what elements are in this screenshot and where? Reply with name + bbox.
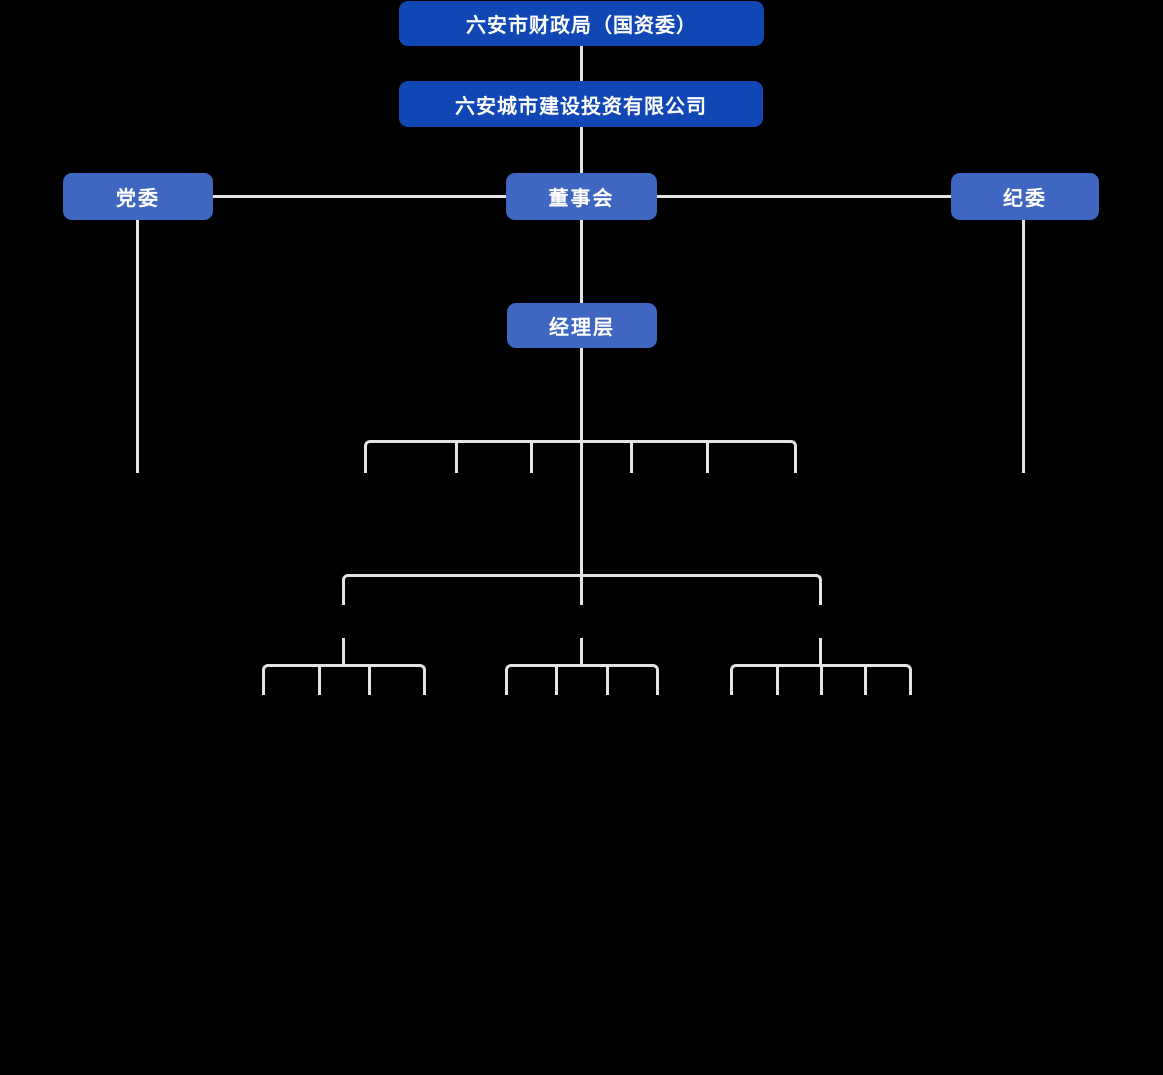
connector-bracket-branch-center: [505, 664, 659, 695]
connector-branch-right-drop: [820, 664, 823, 695]
connector-branch-center-drop: [555, 664, 558, 695]
connector-bracket-tier2: [342, 574, 822, 605]
org-node-management-level: 经理层: [507, 303, 657, 348]
connector-bracket-tier1: [364, 440, 797, 473]
connector-branch-left-drop: [368, 664, 371, 695]
connector-bracket-branch-left: [262, 664, 426, 695]
connector-branch-stem-center: [580, 638, 583, 667]
connector-tier1-drop: [530, 440, 533, 473]
org-node-discipline-committee: 纪委: [951, 173, 1099, 220]
org-node-board-of-directors: 董事会: [506, 173, 657, 220]
connector-company-board: [580, 127, 583, 173]
connector-branch-left-drop: [318, 664, 321, 695]
org-node-party-committee: 党委: [63, 173, 213, 220]
connector-branch-stem-left: [342, 638, 345, 667]
connector-tier1-drop: [630, 440, 633, 473]
connector-branch-right-drop: [864, 664, 867, 695]
connector-branch-center-drop: [606, 664, 609, 695]
connector-management-descendants: [580, 348, 583, 605]
connector-tier1-drop: [706, 440, 709, 473]
org-node-finance-bureau: 六安市财政局（国资委）: [399, 1, 764, 46]
connector-branch-right-drop: [776, 664, 779, 695]
connector-party-descendants: [136, 219, 139, 473]
connector-branch-stem-right: [819, 638, 822, 667]
connector-board-management: [580, 220, 583, 303]
connector-root-company: [580, 45, 583, 82]
org-node-company: 六安城市建设投资有限公司: [399, 81, 763, 127]
connector-tier1-drop: [455, 440, 458, 473]
connector-board-discipline: [657, 195, 951, 198]
connector-party-board: [213, 195, 506, 198]
connector-discipline-descendants: [1022, 220, 1025, 473]
